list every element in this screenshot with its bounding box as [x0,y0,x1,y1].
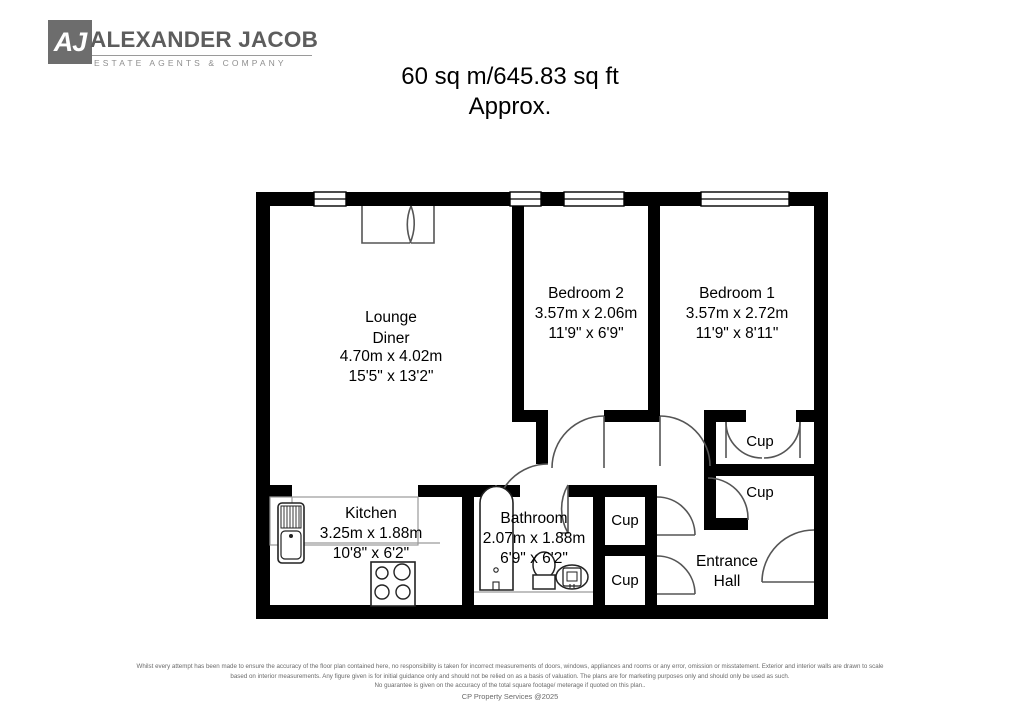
logo-company-name: ALEXANDER JACOB [90,27,319,52]
room-label-cupboard-4: Cup [611,572,639,589]
logo-monogram-badge: AJ [48,20,92,64]
kitchen-hob-icon [370,561,416,607]
toilet-icon [532,551,556,590]
room-label-entrance-hall-2: Hall [714,573,741,590]
room-label-bedroom1-imperial: 11'9" x 8'11" [696,325,779,342]
area-title-line-1: 60 sq m/645.83 sq ft [401,63,619,90]
disclaimer-line-2: based on interior measurements. Any figu… [230,672,790,680]
door-cupboard-4 [656,555,696,595]
door-bedroom2 [551,415,605,469]
room-label-bathroom-metric: 2.07m x 1.88m [483,530,586,547]
room-label-lounge-name-1: Lounge [365,309,417,326]
room-label-lounge-metric: 4.70m x 4.02m [340,348,443,365]
bathroom-fixtures [474,485,593,593]
room-label-kitchen-name: Kitchen [345,505,397,522]
window-bedroom2 [563,191,625,207]
door-bedroom1 [659,415,711,467]
exterior-walls [256,192,828,619]
room-label-lounge-name-2: Diner [372,330,409,347]
door-lounge-french [361,205,435,244]
logo-monogram-text: AJ [53,27,88,57]
room-label-cupboard-2: Cup [746,484,774,501]
window-group [313,191,790,207]
window-lounge-left [313,191,347,207]
bathtub-icon [479,485,514,591]
window-bedroom1 [700,191,790,207]
disclaimer-line-1: Whilst every attempt has been made to en… [136,663,884,670]
room-label-bathroom-name: Bathroom [500,510,567,527]
door-entrance [761,529,815,583]
window-lounge-right [509,191,542,207]
room-label-lounge-imperial: 15'5" x 13'2" [348,368,433,385]
door-cupboard-3 [656,496,696,536]
room-label-kitchen-imperial: 10'8" x 6'2" [333,545,409,562]
room-labels: Lounge Diner 4.70m x 4.02m 15'5" x 13'2"… [320,285,789,590]
door-group [361,205,815,595]
kitchen-sink-icon [277,502,305,564]
logo-tagline: ESTATE AGENTS & COMPANY [94,58,287,68]
room-label-kitchen-metric: 3.25m x 1.88m [320,525,423,542]
disclaimer-block: Whilst every attempt has been made to en… [0,662,1020,703]
room-label-bedroom2-imperial: 11'9" x 6'9" [548,325,623,342]
door-bathroom [560,484,569,534]
disclaimer-line-3: No guarantee is given on the accuracy of… [374,682,646,690]
door-cupboard-2 [707,477,749,520]
room-label-bedroom2-name: Bedroom 2 [548,285,624,302]
company-logo: AJ ALEXANDER JACOB ESTATE AGENTS & COMPA… [48,18,318,68]
room-label-cupboard-3: Cup [611,512,639,529]
room-label-cupboard-1: Cup [746,433,774,450]
room-label-bedroom2-metric: 3.57m x 2.06m [535,305,638,322]
floorplan-area-title: 60 sq m/645.83 sq ft Approx. [0,62,1020,122]
room-label-bedroom1-metric: 3.57m x 2.72m [686,305,789,322]
room-label-bedroom1-name: Bedroom 1 [699,285,775,302]
interior-walls [256,206,814,605]
disclaimer-copyright: CP Property Services @2025 [461,691,559,701]
area-title-line-2: Approx. [468,93,552,120]
room-label-bathroom-imperial: 6'9" x 6'2" [500,550,568,567]
kitchen-fixtures [269,496,440,607]
room-label-entrance-hall-1: Entrance [696,553,758,570]
basin-icon [555,564,589,590]
logo-divider-rule [92,55,312,56]
door-cupboard-1 [725,421,801,459]
